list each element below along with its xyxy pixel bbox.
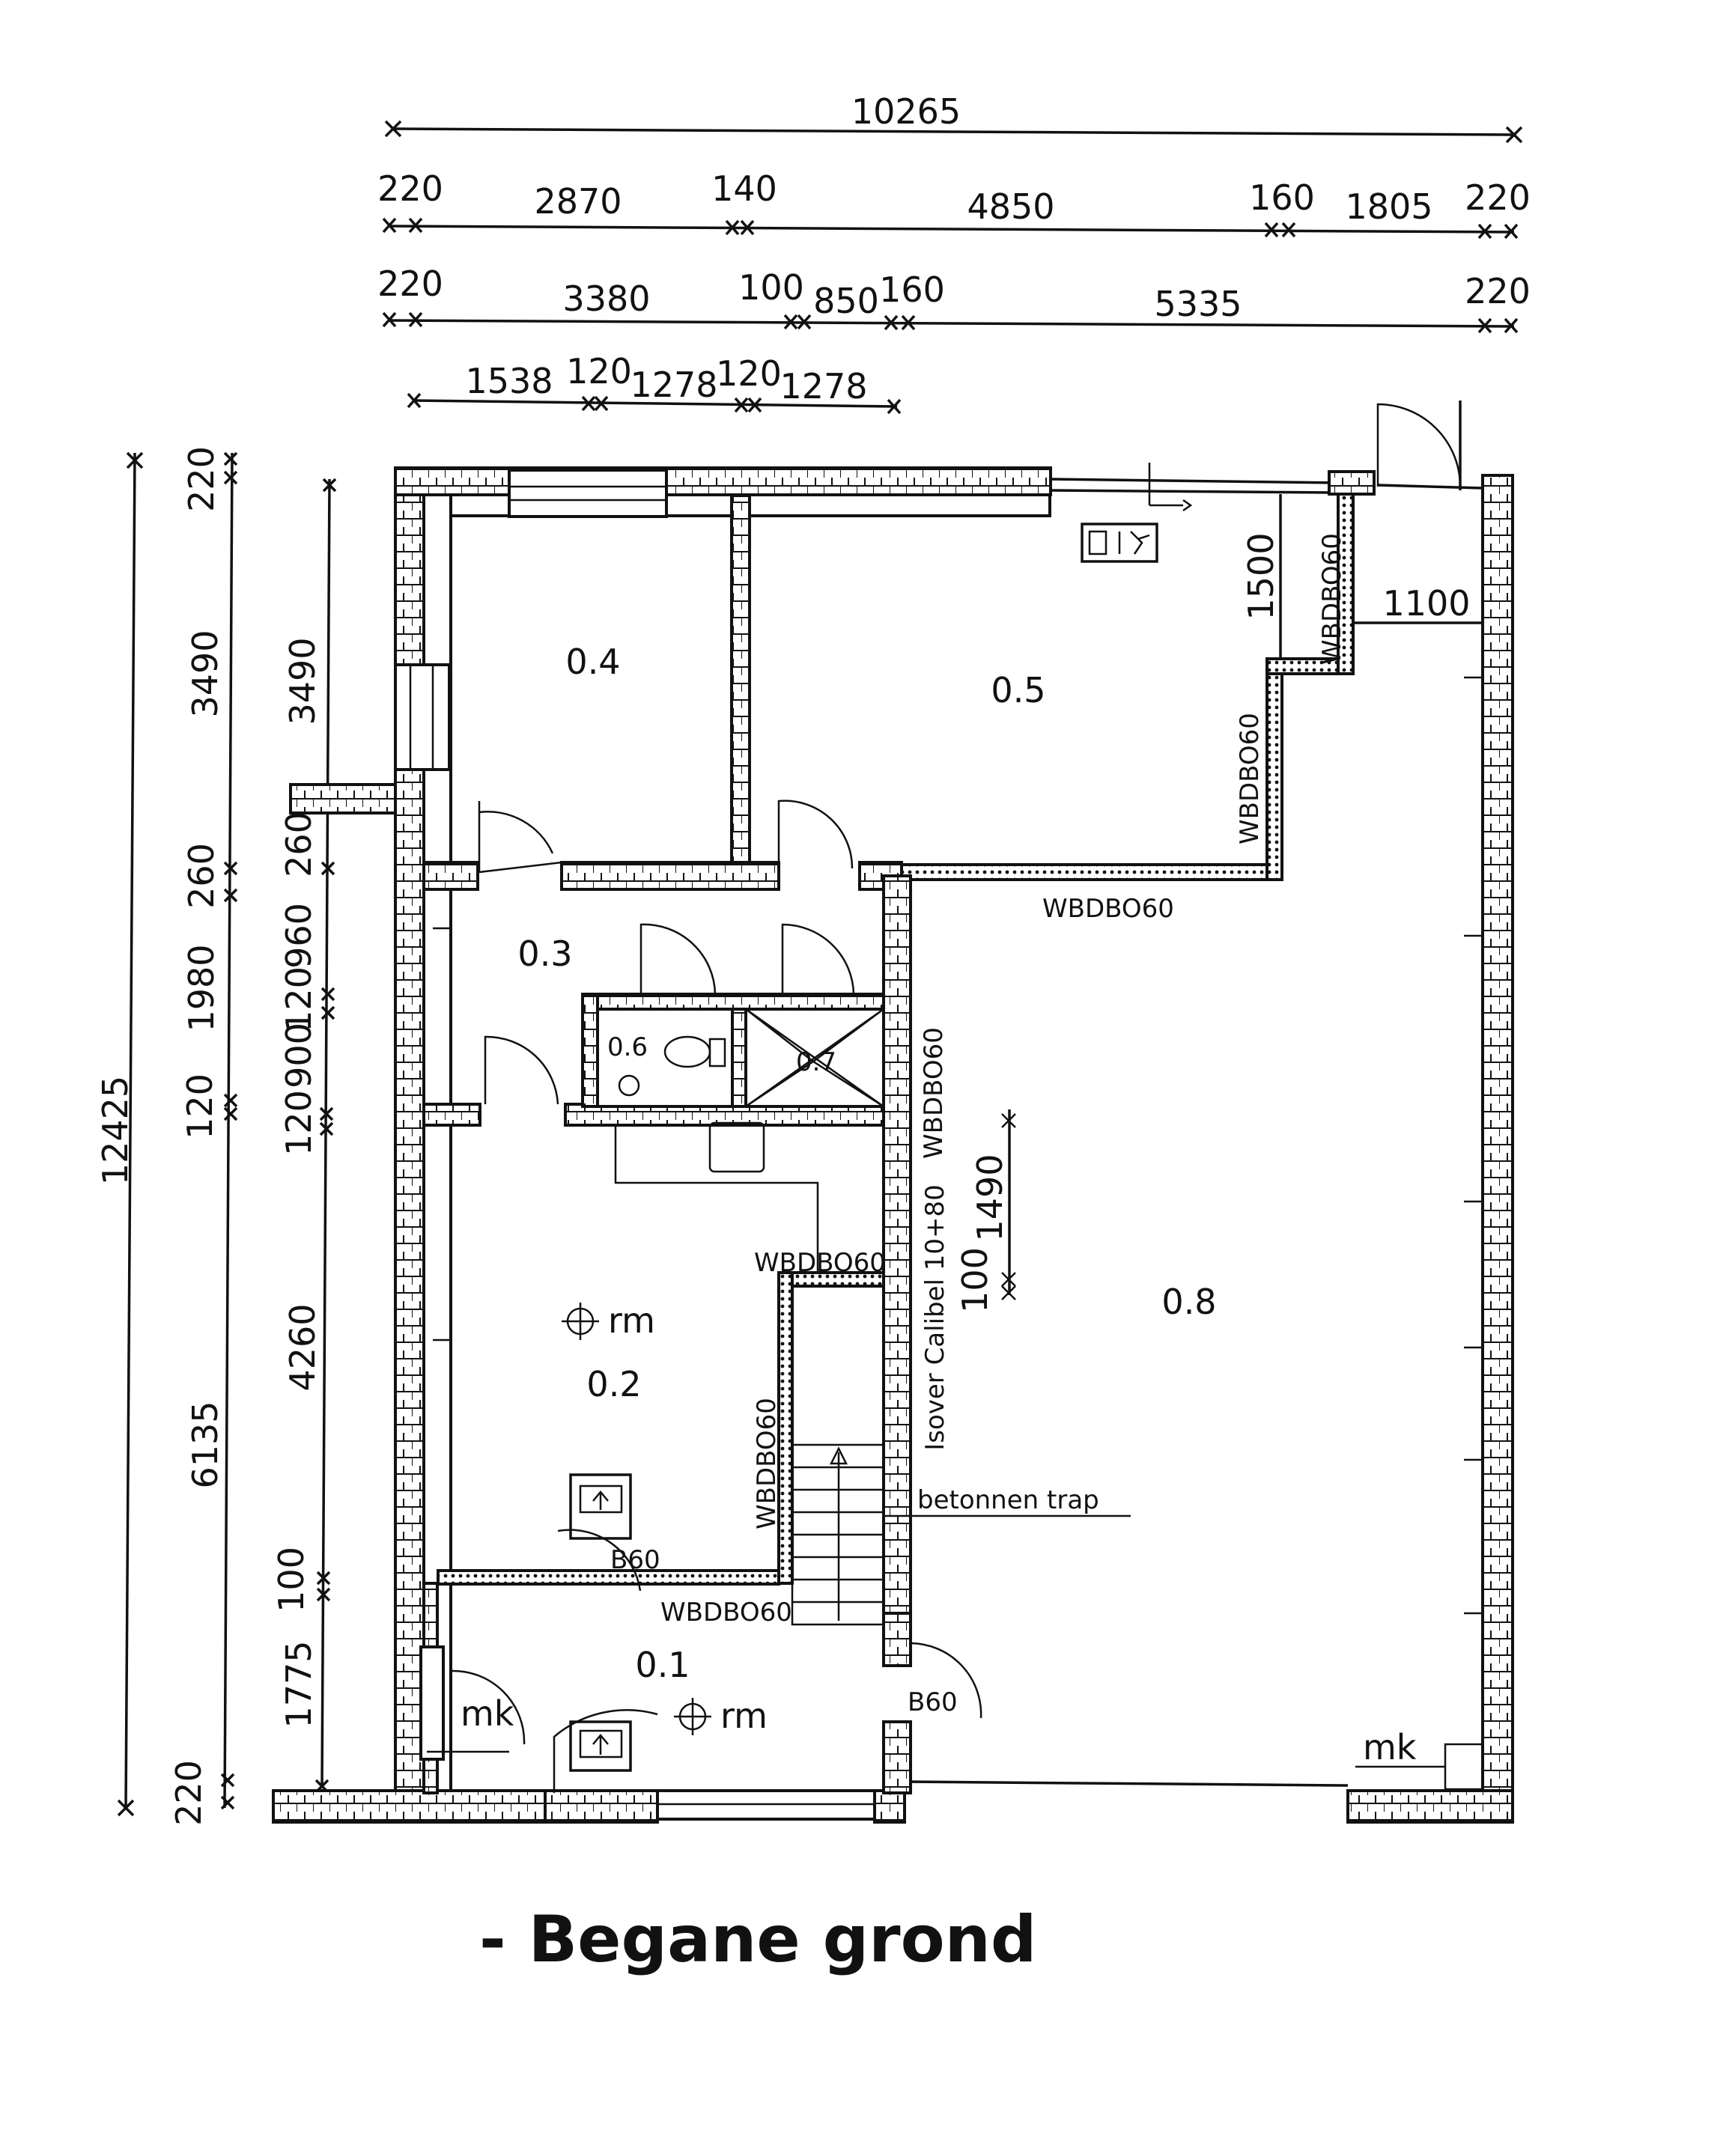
room-label-0-2: 0.2 bbox=[586, 1364, 641, 1404]
dim-row1-6: 1805 bbox=[1345, 186, 1432, 227]
dim-left-overall: 12425 bbox=[95, 1076, 136, 1185]
room-label-0-3: 0.3 bbox=[517, 934, 572, 974]
dim-row1-1: 220 bbox=[377, 168, 443, 209]
dim-left-inner-3: 960 bbox=[279, 903, 319, 969]
label-mk-right: mk bbox=[1363, 1727, 1417, 1767]
room-label-0-6: 0.6 bbox=[607, 1032, 648, 1062]
dim-left-outer-4: 1980 bbox=[181, 944, 222, 1032]
dim-left-outer-3: 260 bbox=[181, 843, 222, 909]
dim-row1-7: 220 bbox=[1465, 177, 1531, 218]
dim-left-inner-6: 120 bbox=[279, 1090, 319, 1156]
label-isover: Isover Calibel 10+80 bbox=[920, 1184, 950, 1451]
dim-row3-1: 1538 bbox=[465, 361, 553, 401]
walls bbox=[272, 466, 1514, 1824]
dim-row2-2: 3380 bbox=[562, 278, 650, 319]
dim-left-inner-9: 1775 bbox=[279, 1640, 319, 1728]
dim-left-outer-1: 220 bbox=[181, 446, 222, 512]
dim-100-internal: 100 bbox=[955, 1247, 995, 1313]
dim-1100: 1100 bbox=[1382, 583, 1470, 624]
dim-left-inner-4: 120 bbox=[279, 966, 319, 1032]
label-rm-lower: rm bbox=[720, 1696, 768, 1736]
label-betonnen-trap: betonnen trap bbox=[917, 1485, 1099, 1515]
dim-row1-4: 4850 bbox=[967, 186, 1054, 227]
room-label-0-4: 0.4 bbox=[565, 642, 620, 682]
label-wbdbo60-horizontal: WBDBO60 bbox=[1042, 894, 1174, 924]
dim-row2-5: 160 bbox=[879, 270, 945, 310]
dim-left-outer-2: 3490 bbox=[185, 630, 225, 717]
label-wbdbo60-top-right: WBDBO60 bbox=[1317, 533, 1347, 665]
dim-left-inner-8: 100 bbox=[271, 1547, 312, 1613]
dim-1500: 1500 bbox=[1241, 532, 1281, 620]
annotations: WBDBO60 WBDBO60 WBDBO60 WBDBO60 WBDBO60 … bbox=[461, 532, 1471, 1767]
label-rm-upper: rm bbox=[608, 1300, 655, 1341]
dim-left-outer-7: 220 bbox=[168, 1760, 209, 1826]
label-b60-lower: B60 bbox=[908, 1687, 958, 1717]
dim-left-inner-2: 260 bbox=[279, 811, 319, 877]
dim-row3-3: 1278 bbox=[630, 365, 717, 405]
page-title: - Begane grond bbox=[479, 1902, 1036, 1977]
dim-left-inner-5: 900 bbox=[279, 1023, 319, 1088]
label-b60-upper: B60 bbox=[610, 1545, 660, 1575]
dim-row1-3: 140 bbox=[711, 168, 777, 209]
dim-row1-2: 2870 bbox=[534, 181, 622, 222]
dim-left-inner-1: 3490 bbox=[282, 637, 323, 725]
dim-row3-4: 120 bbox=[716, 353, 782, 394]
label-mk-left: mk bbox=[461, 1693, 514, 1734]
fixtures bbox=[427, 463, 1484, 1791]
top-dimensions: 10265 220 2870 140 4850 160 1805 220 220… bbox=[377, 91, 1531, 415]
dim-row2-6: 5335 bbox=[1154, 284, 1242, 324]
room-label-0-7: 0.7 bbox=[796, 1047, 836, 1077]
dim-left-inner-7: 4260 bbox=[282, 1303, 323, 1391]
dim-row3-5: 1278 bbox=[780, 366, 867, 406]
label-wbdbo60-bottom: WBDBO60 bbox=[660, 1598, 792, 1627]
doors bbox=[450, 401, 1462, 1793]
dim-row3-2: 120 bbox=[566, 351, 632, 392]
label-wbdbo60-core: WBDBO60 bbox=[919, 1027, 949, 1159]
dim-1490: 1490 bbox=[970, 1154, 1010, 1241]
dim-row2-3: 100 bbox=[738, 267, 804, 308]
label-wbdbo60-step: WBDBO60 bbox=[1235, 713, 1265, 844]
left-dimensions: 12425 220 3490 260 1980 120 6135 220 349… bbox=[95, 446, 337, 1826]
room-label-0-1: 0.1 bbox=[635, 1645, 690, 1685]
dim-row2-4: 850 bbox=[813, 281, 879, 321]
room-label-0-5: 0.5 bbox=[991, 670, 1045, 710]
dim-left-outer-5: 120 bbox=[180, 1074, 220, 1139]
dim-row2-1: 220 bbox=[377, 264, 443, 304]
label-wbdbo60-stair-top: WBDBO60 bbox=[754, 1248, 886, 1278]
room-label-0-8: 0.8 bbox=[1161, 1282, 1216, 1322]
dim-overall-width: 10265 bbox=[851, 91, 961, 132]
dim-left-outer-6: 6135 bbox=[185, 1401, 225, 1488]
label-wbdbo60-stair-side: WBDBO60 bbox=[752, 1398, 782, 1529]
dim-row2-7: 220 bbox=[1465, 271, 1531, 311]
room-labels: 0.4 0.5 0.3 0.6 0.7 0.2 0.8 0.1 bbox=[517, 642, 1216, 1685]
dim-row1-5: 160 bbox=[1249, 177, 1315, 218]
